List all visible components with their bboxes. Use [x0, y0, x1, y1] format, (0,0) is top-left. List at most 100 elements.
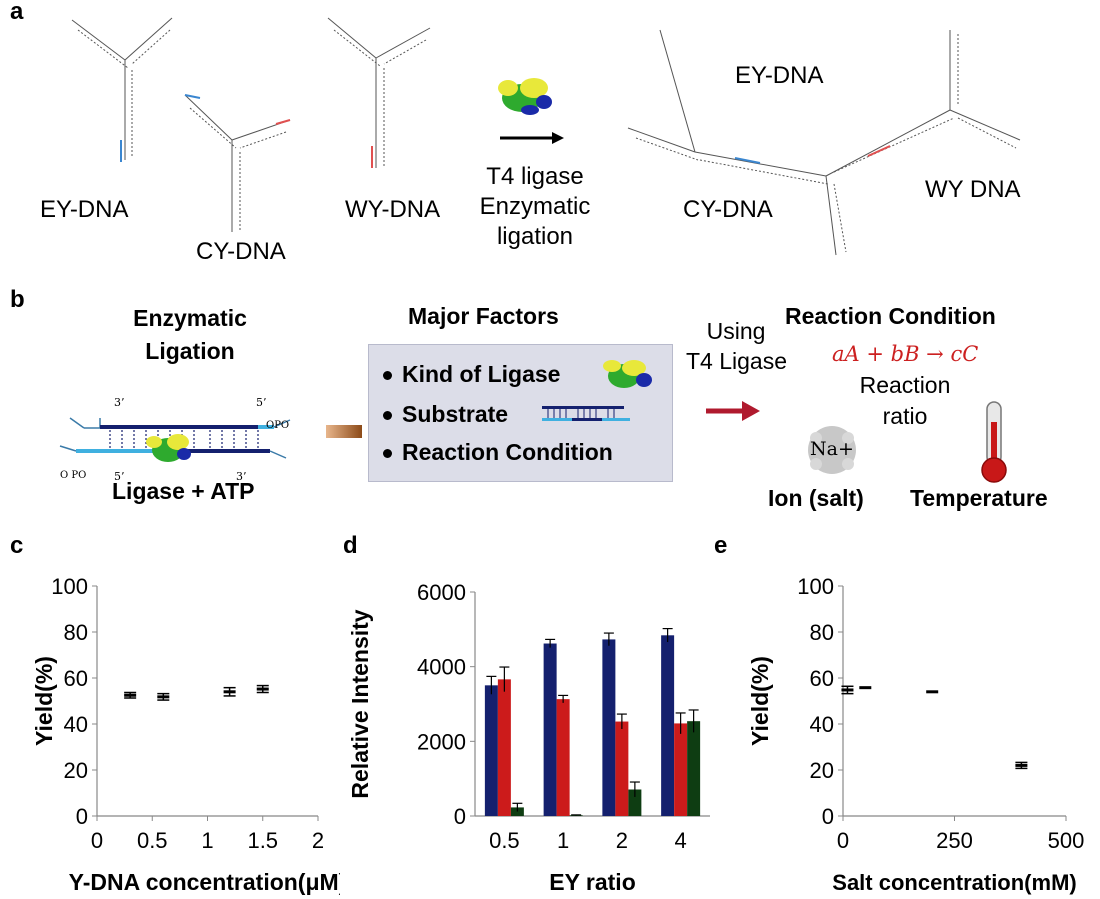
x-tick-label: 500	[1048, 828, 1085, 853]
sodium-ion-icon	[808, 426, 856, 474]
opo-right-label: OPO	[266, 420, 290, 431]
opo-left-label: O PO	[60, 470, 87, 481]
ligase-in-box-icon	[603, 360, 652, 388]
panel-a-letter: a	[10, 0, 24, 25]
three-prime-label-b: 3’	[236, 470, 247, 483]
x-tick-label: 0	[837, 828, 849, 853]
gradient-connector	[326, 425, 362, 438]
y-tick-label: 0	[822, 804, 834, 829]
using-line-2: T4 Ligase	[686, 348, 788, 374]
x-tick-label: 0.5	[137, 828, 168, 853]
x-tick-label: 1	[557, 828, 569, 853]
factor-kind-of-ligase: Kind of Ligase	[383, 361, 560, 388]
y-tick-label: 4000	[417, 655, 466, 680]
reaction-ratio: Reaction ratio	[850, 370, 960, 432]
y-tick-label: 60	[64, 666, 88, 691]
major-factors-title: Major Factors	[408, 303, 559, 329]
chart-d-relative-intensity: 0 2000 4000 6000 EY ratio Relative Intensity 0…	[347, 580, 710, 895]
factor-substrate: Substrate	[383, 401, 508, 428]
bullet-icon	[383, 411, 392, 421]
x-axis-label: Y-DNA concentration(μM)	[69, 869, 340, 895]
bar	[661, 635, 675, 816]
y-tick-label: 20	[64, 758, 88, 783]
bar	[615, 721, 629, 816]
ion-salt-label: Ion (salt)	[768, 485, 864, 511]
wy-dna-label: WY-DNA	[345, 196, 441, 223]
y-tick-label: 6000	[417, 580, 466, 605]
bar	[556, 699, 570, 816]
x-tick-label: 1	[201, 828, 213, 853]
reaction-ratio-line-2: ratio	[882, 403, 928, 429]
y-tick-label: 2000	[417, 729, 466, 754]
bar	[484, 685, 498, 816]
using-t4-ligase: Using T4 Ligase	[686, 316, 788, 376]
x-tick-label: 2	[312, 828, 324, 853]
y-tick-label: 100	[51, 574, 88, 599]
y-axis-label: Relative Intensity	[347, 609, 373, 798]
y-axis-label: Yield(%)	[747, 656, 773, 746]
thermometer-icon	[981, 401, 1007, 483]
bar	[602, 639, 616, 816]
five-prime-label-b: 5’	[114, 470, 125, 483]
panel-c-letter: c	[10, 532, 24, 559]
product-wy-label: WY DNA	[925, 176, 1021, 203]
major-factors-box: Kind of Ligase Substrate Reaction Condit…	[368, 344, 673, 482]
ligase-atp-label: Ligase + ATP	[112, 478, 255, 504]
y-tick-label: 100	[797, 574, 834, 599]
factor-label: Kind of Ligase	[402, 361, 561, 387]
panel-b-letter: b	[10, 286, 25, 313]
ey-dna-label: EY-DNA	[40, 196, 129, 223]
y-tick-label: 80	[64, 620, 88, 645]
panel-a-structures	[71, 17, 1021, 256]
x-tick-label: 4	[675, 828, 687, 853]
x-tick-label: 0	[91, 828, 103, 853]
y-tick-label: 80	[810, 620, 834, 645]
x-axis-label: Salt concentration(mM)	[832, 870, 1076, 895]
product-network	[627, 29, 1021, 256]
caption-line-3: ligation	[496, 223, 574, 250]
ligation-arrow	[500, 132, 564, 144]
reaction-condition-title: Reaction Condition	[785, 303, 996, 329]
t4-ligase-caption: T4 ligase Enzymatic ligation	[470, 162, 600, 252]
reaction-equation: aA + bB → cC	[832, 342, 979, 366]
bar	[674, 723, 688, 816]
panel-d-letter: d	[343, 532, 358, 559]
sodium-ion-symbol: Na+	[810, 438, 854, 460]
three-prime-label-a: 3’	[114, 396, 125, 409]
bullet-icon	[383, 449, 392, 459]
x-tick-label: 2	[616, 828, 628, 853]
y-tick-label: 20	[810, 758, 834, 783]
ey-dna-structure	[71, 17, 173, 162]
bullet-icon	[383, 371, 392, 381]
using-line-1: Using	[706, 318, 766, 344]
bar	[687, 721, 701, 816]
caption-line-1: T4 ligase	[486, 163, 584, 190]
bar	[510, 807, 524, 816]
enzymatic-title-line-1: Enzymatic	[133, 305, 247, 331]
bar	[628, 789, 642, 816]
x-tick-label: 1.5	[247, 828, 278, 853]
product-ey-label: EY-DNA	[735, 62, 824, 89]
y-axis-label: Yield(%)	[31, 656, 57, 746]
factor-reaction-condition: Reaction Condition	[383, 439, 613, 466]
y-tick-label: 40	[64, 712, 88, 737]
cy-dna-label: CY-DNA	[196, 238, 286, 265]
red-arrow	[706, 401, 760, 421]
reaction-ratio-line-1: Reaction	[859, 372, 951, 398]
x-tick-label: 0.5	[489, 828, 520, 853]
factor-label: Reaction Condition	[402, 439, 613, 465]
ligase-protein-icon	[498, 78, 552, 115]
factor-label: Substrate	[402, 401, 509, 427]
y-tick-label: 0	[454, 804, 466, 829]
dna-ligation-diagram	[59, 417, 291, 462]
wy-dna-structure	[327, 17, 431, 168]
y-tick-label: 0	[76, 804, 88, 829]
product-cy-label: CY-DNA	[683, 196, 773, 223]
five-prime-label-a: 5’	[256, 396, 267, 409]
bar	[543, 643, 557, 816]
x-axis-label: EY ratio	[549, 869, 636, 895]
caption-line-2: Enzymatic	[479, 193, 591, 220]
cy-dna-structure	[184, 94, 291, 232]
